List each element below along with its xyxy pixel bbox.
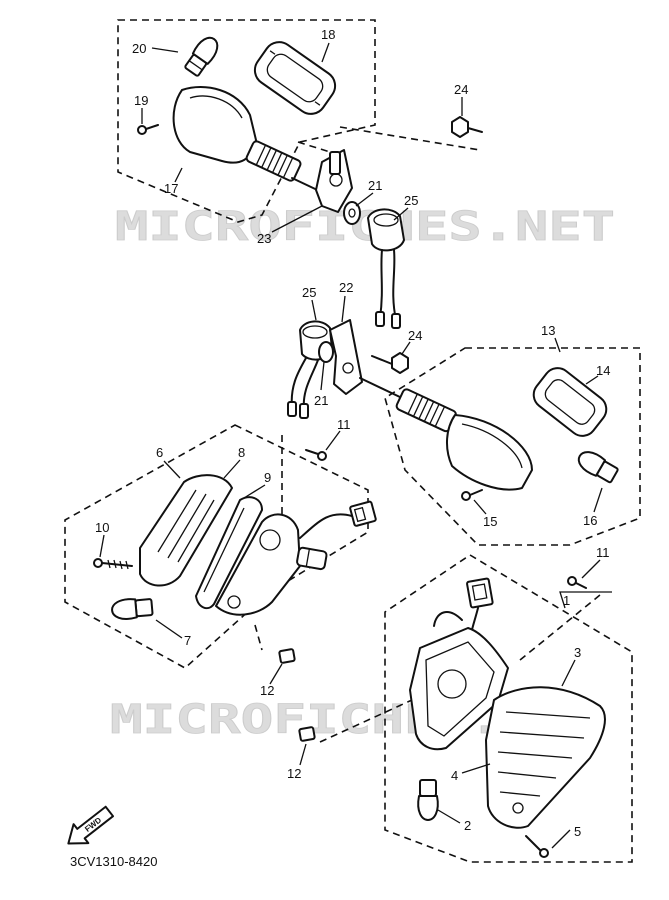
part-callout-24: 24: [408, 328, 422, 343]
bolt-24-mid: [371, 352, 409, 374]
screw-15: [461, 489, 483, 501]
housing-17: [172, 86, 331, 197]
housing-6: [215, 500, 377, 616]
part-callout-11: 11: [596, 545, 610, 560]
screw-10: [93, 558, 133, 570]
group-outline-rear-right: [384, 554, 633, 863]
part-callout-24: 24: [454, 82, 468, 97]
watermark-top: MICROFICHES.NET: [115, 204, 615, 250]
screw-19: [137, 124, 159, 135]
catalog-code: 3CV1310-8420: [70, 854, 157, 869]
lens-18: [253, 41, 337, 115]
connector-line: [297, 141, 331, 153]
washer-21-mid: [318, 341, 334, 363]
part-callout-16: 16: [583, 513, 597, 528]
part-callout-12: 12: [260, 683, 274, 698]
group-outline-rear-left: [64, 424, 369, 669]
housing-13: [359, 377, 533, 491]
group-outline-front-right: [384, 347, 641, 546]
part-callout-1: 1: [563, 593, 570, 608]
part-callout-21: 21: [368, 178, 382, 193]
connector-line: [519, 594, 601, 661]
part-callout-5: 5: [574, 824, 581, 839]
bulb-20: [184, 36, 219, 77]
part-callout-18: 18: [321, 27, 335, 42]
lens-3: [485, 686, 606, 829]
part-callout-8: 8: [238, 445, 245, 460]
part-callout-25: 25: [404, 193, 418, 208]
bulb-2: [417, 779, 439, 821]
screw-5: [525, 835, 549, 858]
bulb-7: [111, 598, 154, 620]
part-callout-20: 20: [132, 41, 146, 56]
gasket-9: [195, 496, 263, 610]
housing-rear-right: [409, 627, 509, 751]
part-callout-2: 2: [464, 818, 471, 833]
part-callout-7: 7: [184, 633, 191, 648]
bracket-22: [329, 319, 363, 395]
lens-14: [532, 367, 608, 437]
nut-12-right: [298, 726, 316, 742]
lens-8: [139, 474, 233, 587]
part-callout-14: 14: [596, 363, 610, 378]
part-callout-21: 21: [314, 393, 328, 408]
part-callout-23: 23: [257, 231, 271, 246]
part-callout-15: 15: [483, 514, 497, 529]
part-callout-22: 22: [339, 280, 353, 295]
part-callout-3: 3: [574, 645, 581, 660]
screw-11-left: [305, 449, 327, 461]
washer-21-top: [343, 201, 361, 225]
part-callout-13: 13: [541, 323, 555, 338]
part-callout-9: 9: [264, 470, 271, 485]
group-outline-front-left: [117, 19, 376, 223]
part-callout-11: 11: [337, 417, 351, 432]
part-callout-12: 12: [287, 766, 301, 781]
part-callout-25: 25: [302, 285, 316, 300]
part-callout-6: 6: [156, 445, 163, 460]
connector-line: [254, 624, 263, 651]
part-callout-17: 17: [164, 181, 178, 196]
bolt-24-top: [451, 116, 483, 138]
connector-line: [319, 699, 413, 743]
bracket-23: [315, 149, 353, 213]
nut-12-left: [278, 648, 296, 664]
part-callout-4: 4: [451, 768, 458, 783]
part-callout-10: 10: [95, 520, 109, 535]
bulb-16: [577, 451, 619, 484]
screw-11-right: [567, 576, 587, 589]
leader-lines: [99, 42, 612, 849]
part-callout-19: 19: [134, 93, 148, 108]
